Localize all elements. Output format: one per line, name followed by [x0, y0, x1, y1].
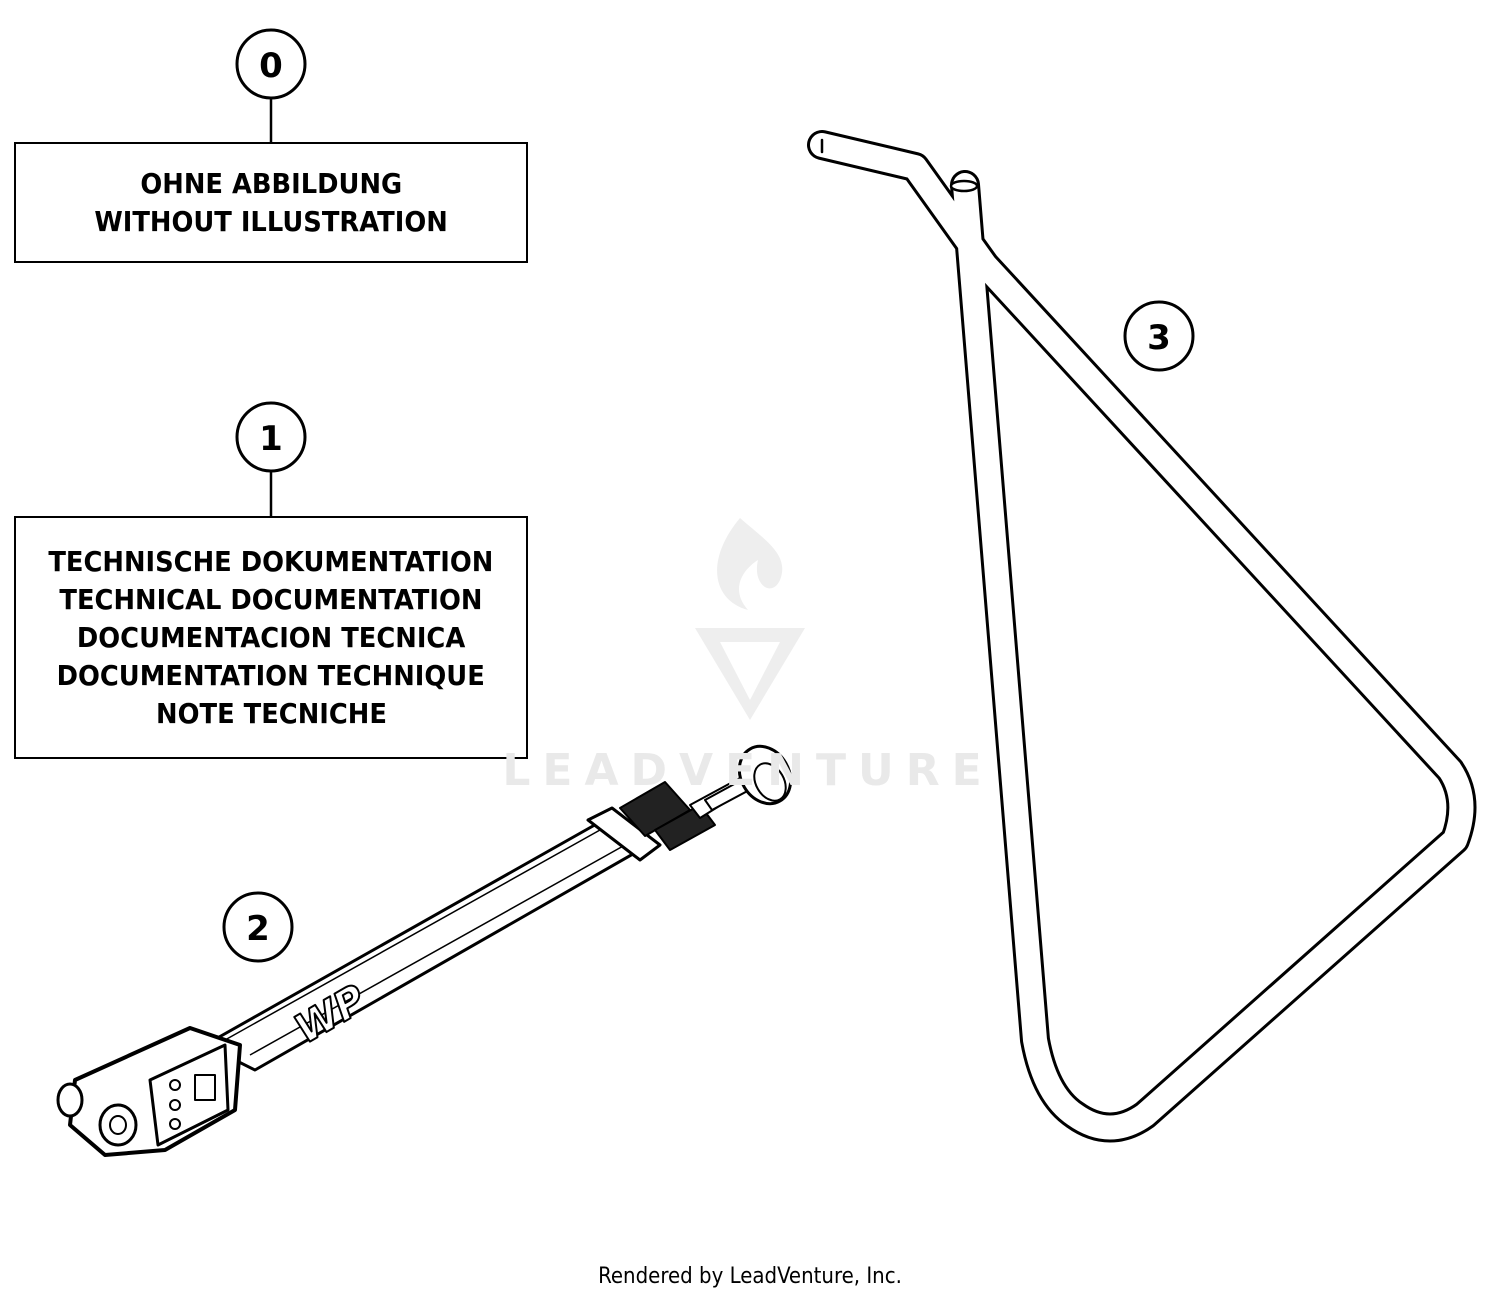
- box0-line-2: WITHOUT ILLUSTRATION: [94, 204, 448, 238]
- flame-logo-icon: [695, 518, 805, 720]
- callout-0: 0: [235, 28, 307, 142]
- footer-credit: Rendered by LeadVenture, Inc.: [598, 1264, 902, 1289]
- air-pump-icon: WP: [56, 744, 793, 1157]
- box1-line-2: TECHNICAL DOCUMENTATION: [59, 582, 483, 616]
- box1-line-4: DOCUMENTATION TECHNIQUE: [56, 658, 486, 692]
- callout-2-label: 2: [246, 909, 270, 949]
- technical-documentation-box: TECHNISCHE DOKUMENTATION TECHNICAL DOCUM…: [14, 516, 528, 759]
- box1-line-1: TECHNISCHE DOKUMENTATION: [48, 544, 494, 578]
- watermark-text: LEADVENTURE: [502, 745, 994, 796]
- callout-2: 2: [222, 891, 294, 963]
- triangle-stand-icon: [807, 130, 1477, 1143]
- without-illustration-box: OHNE ABBILDUNG WITHOUT ILLUSTRATION: [14, 142, 528, 263]
- box0-line-1: OHNE ABBILDUNG: [140, 166, 402, 200]
- callout-1: 1: [235, 401, 307, 516]
- box1-line-5: NOTE TECNICHE: [155, 696, 387, 730]
- callout-3: 3: [1123, 300, 1195, 372]
- callout-0-label: 0: [259, 46, 283, 86]
- callout-1-label: 1: [259, 419, 283, 459]
- callout-3-label: 3: [1147, 318, 1171, 358]
- box1-line-3: DOCUMENTACION TECNICA: [76, 620, 466, 654]
